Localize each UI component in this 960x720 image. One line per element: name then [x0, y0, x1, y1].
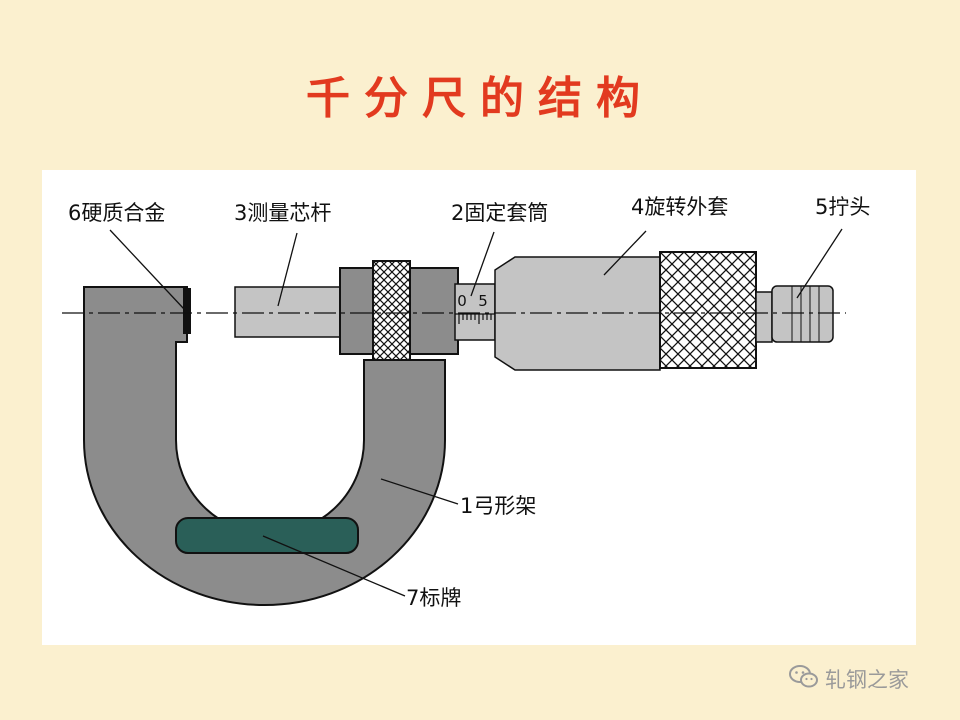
sleeve-scale-ticks: [455, 313, 495, 324]
label-sleeve: 2固定套筒: [451, 201, 548, 225]
label-frame: 1弓形架: [460, 494, 536, 518]
ratchet: [771, 285, 834, 343]
wechat-icon: [789, 665, 818, 688]
scale-zero: 0: [457, 292, 467, 310]
nameplate: [175, 517, 359, 554]
lock-knurl: [372, 260, 411, 361]
label-ratchet: 5拧头: [815, 195, 870, 219]
spindle: [234, 286, 344, 338]
label-hard-alloy: 6硬质合金: [68, 201, 165, 225]
ratchet-neck: [755, 291, 773, 343]
diagram-title: 千分尺的结构: [306, 73, 654, 124]
watermark: 轧钢之家: [788, 662, 938, 692]
label-thimble: 4旋转外套: [631, 195, 728, 219]
label-nameplate: 7标牌: [406, 586, 461, 610]
fixed-sleeve: [454, 283, 496, 341]
anvil-tip: [183, 288, 191, 334]
watermark-text: 轧钢之家: [825, 668, 909, 692]
leader-lines: [109, 228, 843, 597]
ratchet-grooves: [791, 286, 820, 342]
scale-five: 5: [478, 292, 488, 310]
label-spindle: 3测量芯杆: [234, 201, 331, 225]
thimble-knurl: [659, 251, 757, 369]
